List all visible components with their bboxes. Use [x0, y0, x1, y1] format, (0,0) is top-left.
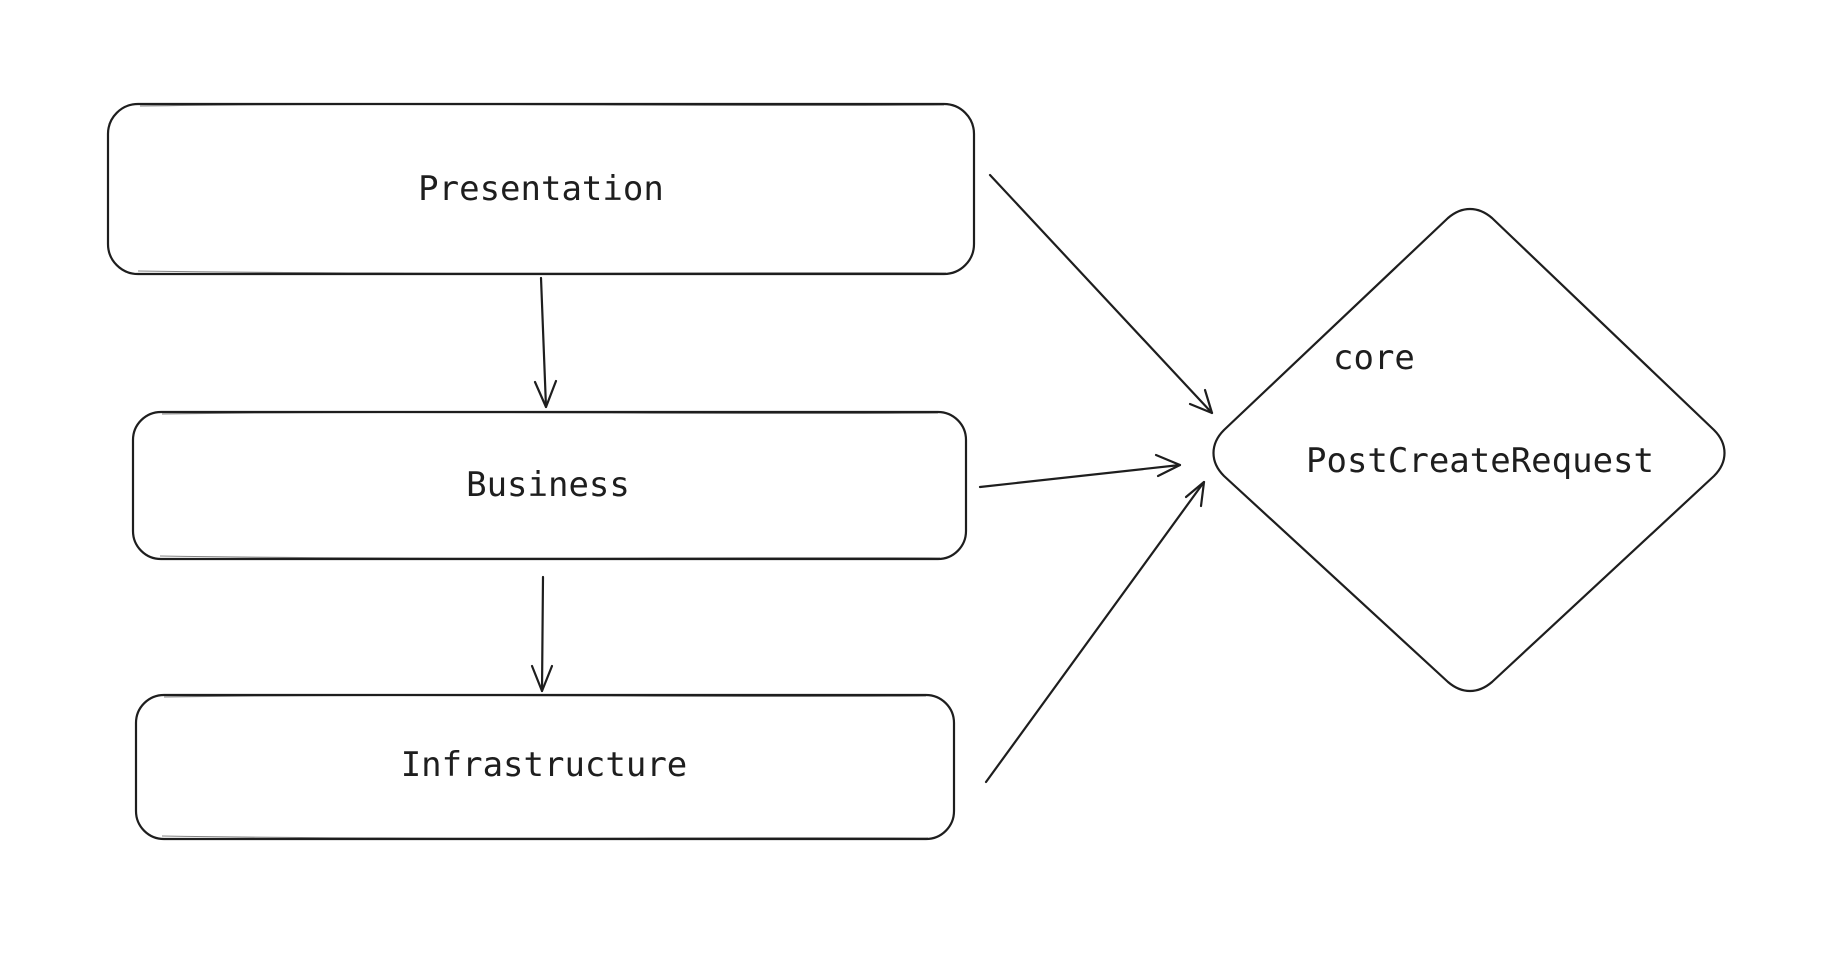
edge-presentation-to-business: [533, 276, 558, 409]
business-node[interactable]: Business: [131, 410, 968, 561]
core-title: core: [1333, 338, 1415, 378]
edge-business-to-infrastructure: [530, 575, 554, 693]
edge-infrastructure-to-core: [984, 480, 1206, 784]
core-item-label: PostCreateRequest: [1306, 441, 1654, 481]
core-node[interactable]: core PostCreateRequest: [1212, 207, 1726, 693]
edge-business-to-core: [978, 453, 1182, 489]
infrastructure-node[interactable]: Infrastructure: [134, 693, 956, 841]
presentation-label: Presentation: [418, 169, 664, 209]
presentation-node[interactable]: Presentation: [106, 102, 976, 276]
edge-presentation-to-core: [988, 173, 1214, 415]
business-label: Business: [466, 465, 630, 505]
infrastructure-label: Infrastructure: [401, 745, 688, 785]
